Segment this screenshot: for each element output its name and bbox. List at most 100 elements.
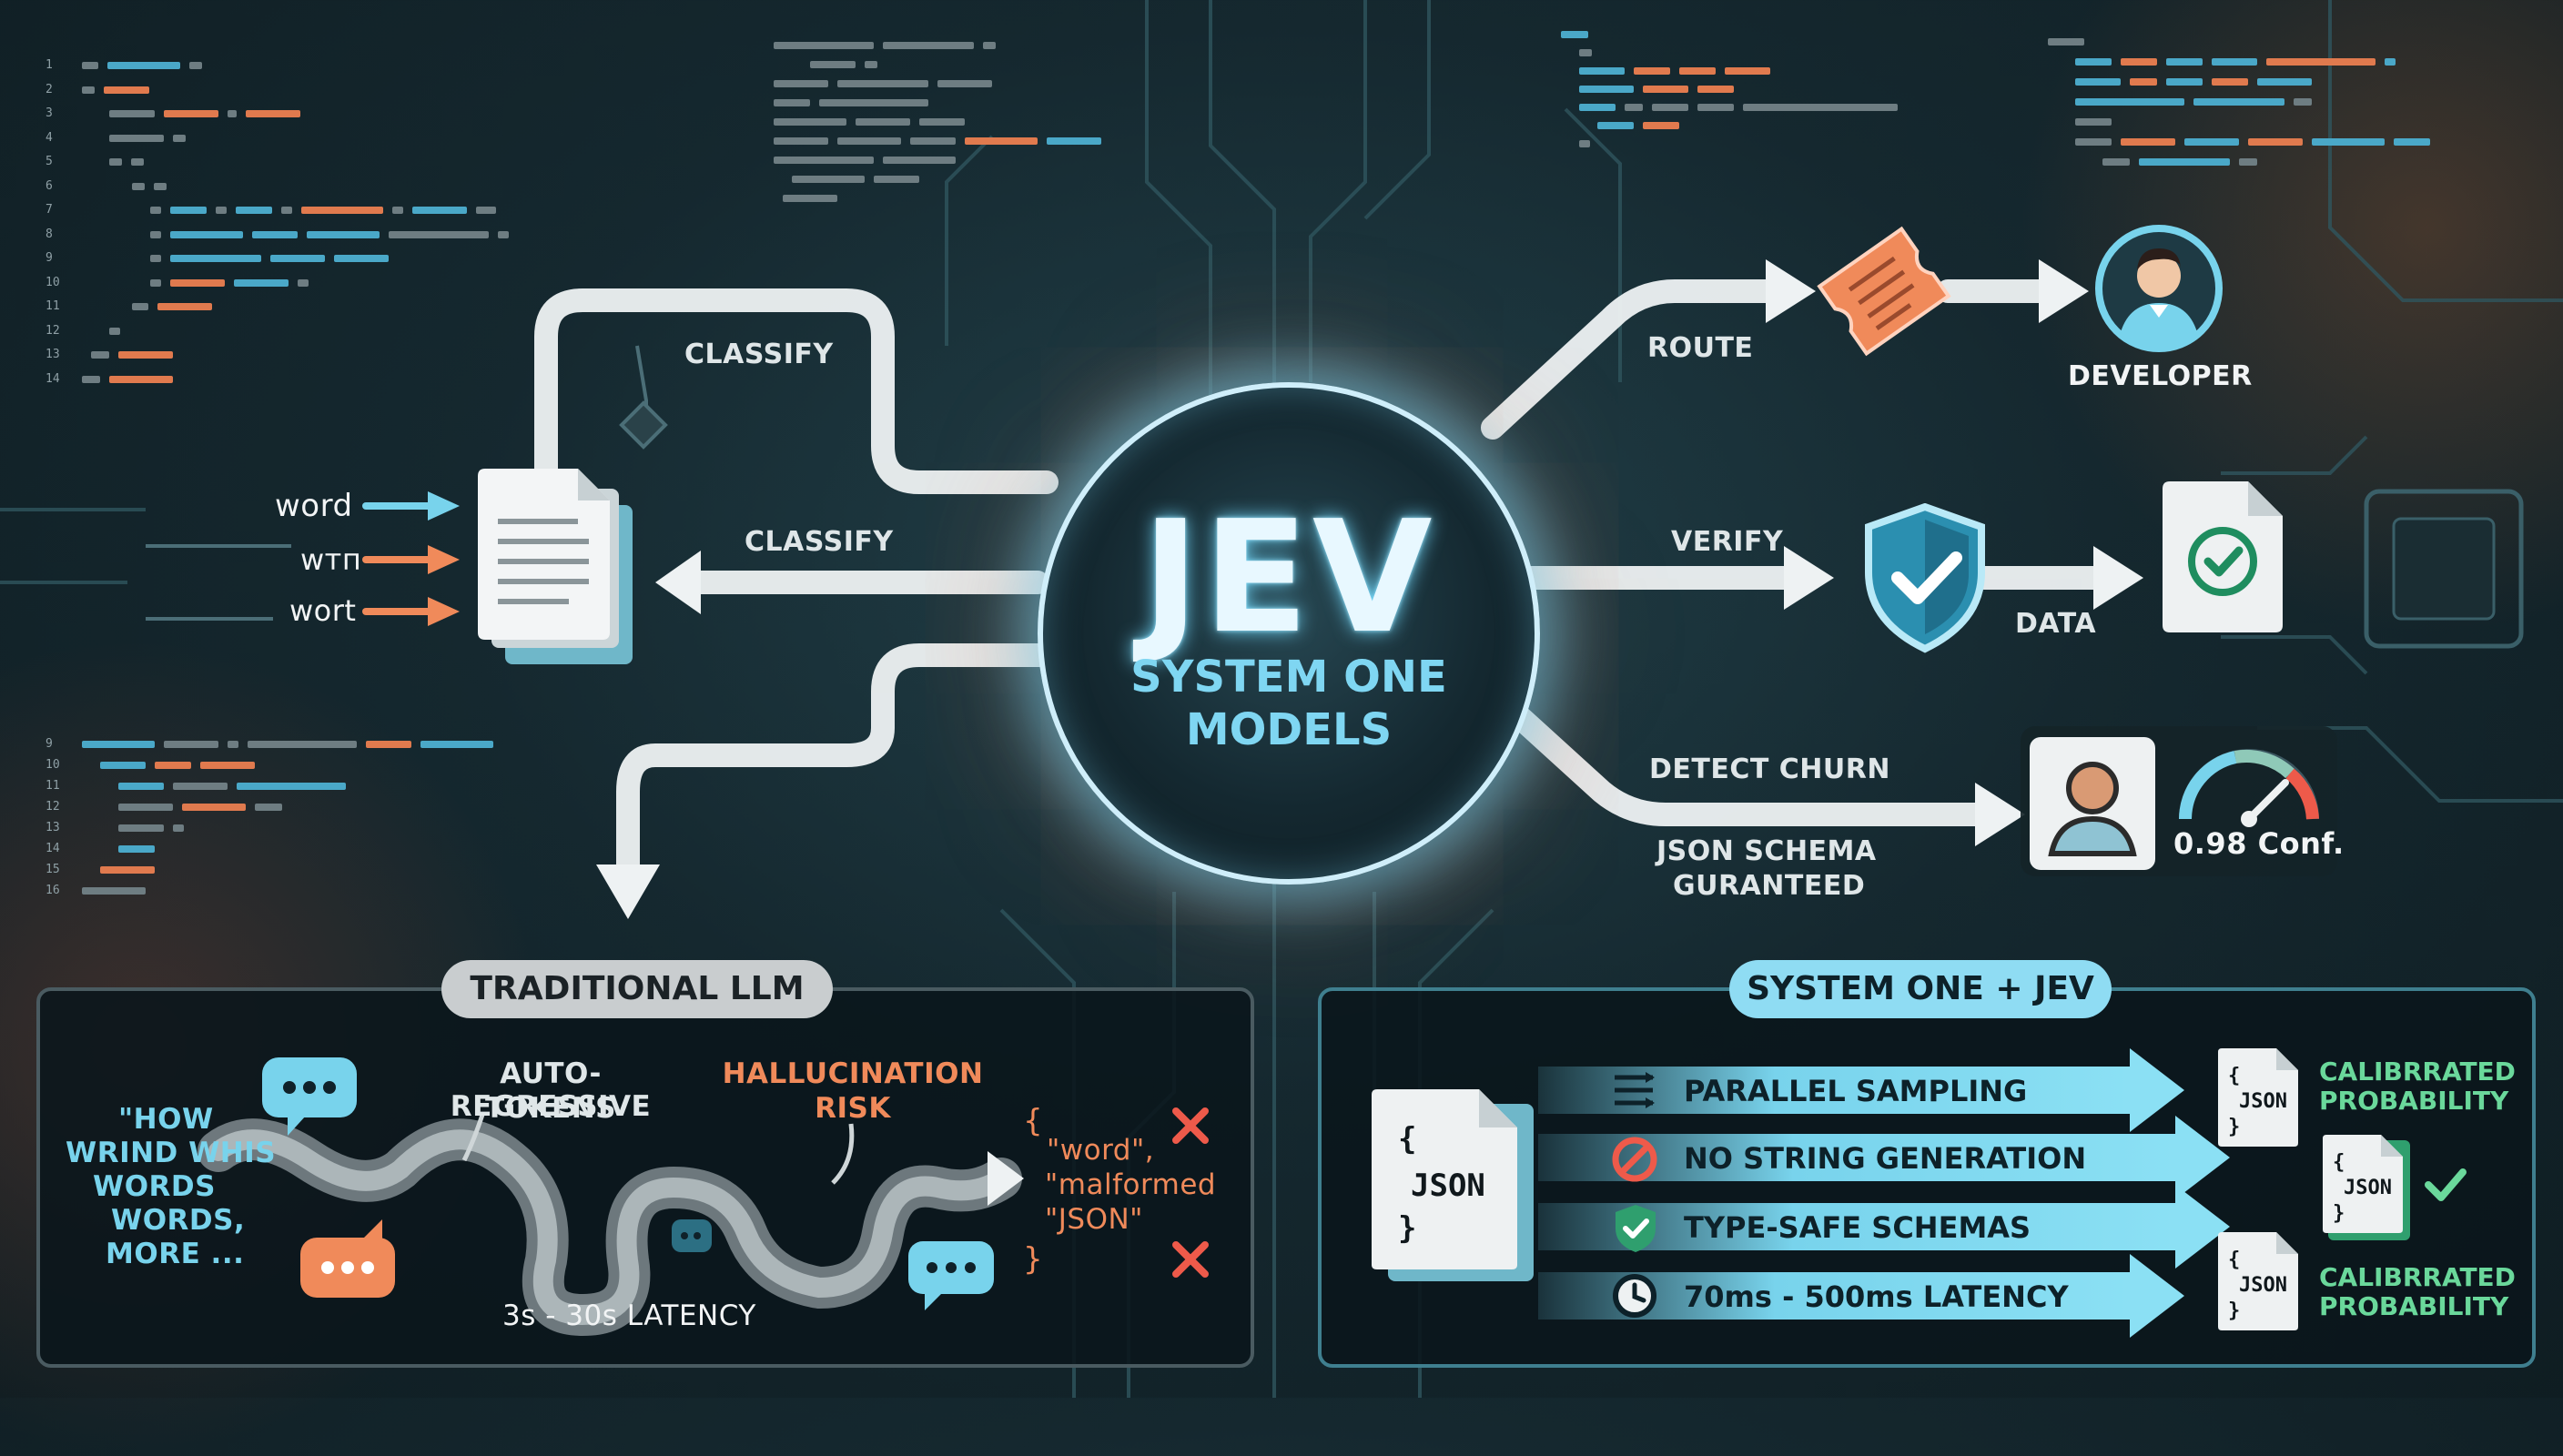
code-token — [118, 845, 155, 853]
developer-avatar-icon — [2095, 225, 2223, 352]
code-line-number: 8 — [46, 227, 53, 241]
chat-bubble-small-icon — [908, 1241, 994, 1310]
code-token — [774, 118, 846, 126]
label-route: ROUTE — [1647, 332, 1754, 364]
code-token — [2075, 58, 2112, 66]
chat-bubble-orange-icon — [300, 1219, 395, 1298]
code-token — [109, 134, 164, 142]
code-token — [91, 351, 109, 359]
code-token — [2075, 78, 2121, 86]
big-json-brace-open: { — [1398, 1121, 1417, 1158]
gauge-icon — [2179, 749, 2319, 827]
code-token — [307, 230, 380, 238]
code-token — [182, 804, 246, 811]
code-token — [837, 137, 901, 145]
code-token — [234, 278, 289, 287]
code-line-number: 7 — [46, 203, 53, 217]
code-token — [792, 176, 865, 183]
bad-json-open: { — [1023, 1103, 1044, 1139]
code-token — [109, 375, 173, 383]
code-token — [150, 230, 161, 238]
code-token — [334, 255, 389, 262]
code-line-number: 16 — [46, 884, 60, 897]
chat-bubble-icon — [262, 1057, 357, 1136]
code-token — [82, 741, 155, 748]
code-token — [965, 137, 1038, 145]
hub-title: JEV — [1141, 488, 1436, 668]
code-token — [1625, 104, 1643, 111]
code-token — [1597, 122, 1634, 129]
code-token — [164, 741, 218, 748]
code-token — [236, 207, 272, 214]
calibrated-probability-1-line1: CALIBRRATED — [2319, 1057, 2516, 1087]
input-word-3: wort — [289, 593, 357, 628]
label-developer: DEVELOPER — [2068, 360, 2253, 392]
code-token — [173, 783, 228, 790]
code-token — [118, 783, 164, 790]
code-token — [109, 110, 155, 117]
code-token — [2239, 158, 2257, 166]
mini-json-text: } — [2333, 1202, 2345, 1225]
code-token — [910, 137, 956, 145]
shield-check-icon — [1865, 503, 1985, 653]
code-token — [118, 804, 173, 811]
code-token — [118, 351, 173, 359]
code-token — [937, 80, 992, 87]
code-token — [100, 866, 155, 874]
code-line-number: 11 — [46, 779, 60, 793]
code-token — [412, 207, 467, 214]
hub-subtitle-1: SYSTEM ONE — [1130, 652, 1447, 703]
code-token — [837, 80, 928, 87]
code-token — [856, 118, 910, 126]
label-data: DATA — [2015, 608, 2097, 640]
code-line-number: 15 — [46, 863, 60, 876]
code-line-number: 14 — [46, 371, 60, 386]
code-token — [82, 86, 95, 94]
code-token — [1643, 86, 1688, 93]
hub-subtitle-2: MODELS — [1185, 704, 1393, 755]
malformed-json-line: "JSON" — [1045, 1203, 1143, 1236]
input-word-2: wтп — [300, 542, 362, 577]
code-token — [170, 255, 261, 262]
code-token — [2294, 98, 2312, 106]
code-token — [774, 80, 828, 87]
mini-json-text: } — [2228, 1299, 2241, 1322]
code-token — [2257, 78, 2312, 86]
code-token — [301, 207, 383, 214]
cross-icon — [1172, 1107, 1209, 1144]
label-classify-mid: CLASSIFY — [745, 526, 894, 558]
code-token — [983, 42, 996, 49]
code-token — [248, 741, 357, 748]
code-token — [392, 207, 403, 214]
code-token — [774, 157, 874, 164]
code-token — [170, 278, 225, 287]
traditional-latency: 3s - 30s LATENCY — [502, 1299, 756, 1332]
code-token — [100, 762, 146, 769]
code-token — [2121, 58, 2157, 66]
flow-diagram-lines — [0, 0, 2563, 1398]
code-line-number: 10 — [46, 758, 60, 772]
code-token — [2075, 118, 2112, 126]
mini-json-text: JSON — [2344, 1177, 2392, 1199]
code-token — [420, 741, 493, 748]
traditional-llm-pill: TRADITIONAL LLM — [441, 960, 833, 1018]
no-entry-icon — [1612, 1137, 1657, 1182]
code-token — [150, 207, 161, 214]
code-token — [366, 741, 411, 748]
code-line-number: 9 — [46, 737, 53, 751]
code-token — [228, 110, 237, 117]
code-token — [476, 207, 496, 214]
big-json-brace-close: } — [1398, 1210, 1417, 1247]
code-token — [2385, 58, 2396, 66]
code-token — [131, 158, 144, 166]
code-token — [819, 99, 928, 106]
user-card-icon — [2030, 737, 2155, 870]
code-token — [150, 278, 161, 287]
code-token — [2212, 78, 2248, 86]
code-line-number: 5 — [46, 155, 53, 168]
code-token — [170, 207, 207, 214]
label-json-schema: JSON SCHEMA — [1656, 835, 1877, 867]
code-token — [228, 741, 238, 748]
code-token — [2048, 38, 2084, 46]
calibrated-probability-1-line2: PROBABILITY — [2319, 1086, 2509, 1116]
